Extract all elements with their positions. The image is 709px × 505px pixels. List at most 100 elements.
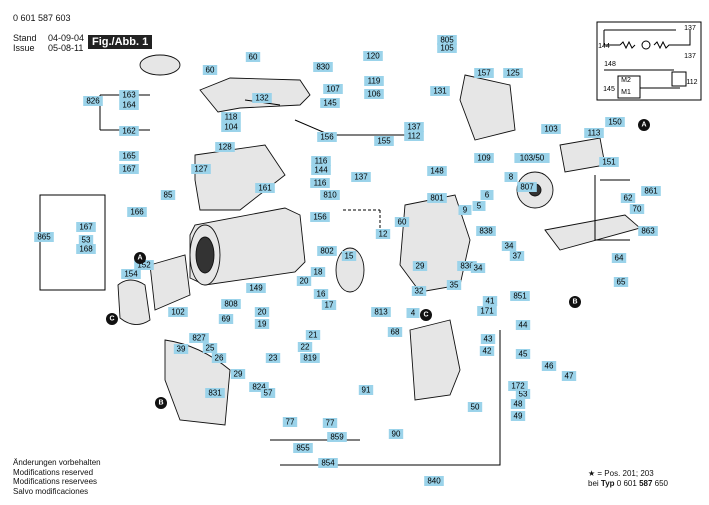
part-label-text: 16	[317, 290, 326, 299]
part-label: 34	[470, 263, 486, 273]
part-label-box	[387, 327, 403, 337]
part-label: 120	[363, 51, 383, 61]
part-label-text: 840	[427, 477, 441, 486]
part-label: 18	[310, 267, 326, 277]
part-label-box	[246, 283, 266, 293]
part-label-text: 109	[477, 154, 491, 163]
part-label: 127	[191, 164, 211, 174]
part-label-box	[323, 84, 343, 94]
part-label-text: 39	[177, 345, 186, 354]
part-label: 4	[406, 308, 420, 318]
part-label: 137	[404, 122, 424, 132]
part-label-text: 8	[509, 173, 514, 182]
part-label-box	[446, 280, 462, 290]
part-label: 112	[404, 131, 424, 141]
part-label-box	[296, 276, 312, 286]
part-label-box	[202, 343, 218, 353]
part-label-box	[245, 52, 261, 62]
part-label-text: 161	[258, 184, 272, 193]
part-label: 35	[446, 280, 462, 290]
part-label: 60	[394, 217, 410, 227]
part-label-text: 69	[222, 315, 231, 324]
part-label-text: 827	[192, 334, 206, 343]
part-label-box	[202, 65, 218, 75]
part-label: 167	[76, 222, 96, 232]
part-label-box	[371, 307, 391, 317]
part-label: 77	[282, 417, 298, 427]
gear-housing	[335, 74, 516, 293]
part-label-text: 45	[519, 350, 528, 359]
part-label-text: 29	[234, 370, 243, 379]
part-label-text: 41	[486, 297, 495, 306]
part-label: 37	[509, 251, 525, 261]
footer-type-line: bei Typ 0 601 587 650	[588, 479, 668, 489]
part-label: 119	[364, 76, 384, 86]
part-label: 801	[427, 193, 447, 203]
part-label-text: 831	[208, 389, 222, 398]
part-label-box	[34, 232, 54, 242]
part-label-box	[320, 190, 340, 200]
part-label-box	[424, 476, 444, 486]
part-label-text: 48	[514, 400, 523, 409]
footer-position-note: ★ = Pos. 201; 203	[588, 469, 654, 478]
part-label: 107	[323, 84, 343, 94]
part-label: 9	[458, 205, 472, 215]
circle-marker-dot	[134, 252, 146, 264]
part-label-box	[427, 193, 447, 203]
part-label-text: 43	[484, 335, 493, 344]
issue-label: Issue	[13, 43, 35, 53]
part-label: 5	[472, 201, 486, 211]
part-label: 57	[260, 388, 276, 398]
part-label-text: 861	[644, 187, 658, 196]
part-label-text: 155	[377, 137, 391, 146]
circle-marker-dot	[155, 397, 167, 409]
part-label-box	[317, 132, 337, 142]
part-label: 41	[482, 296, 498, 306]
part-label: 827	[189, 333, 209, 343]
part-label-box	[168, 307, 188, 317]
part-label: 34	[501, 241, 517, 251]
part-label-box	[78, 235, 94, 245]
part-label: 826	[83, 96, 103, 106]
part-label-box	[358, 385, 374, 395]
footer-line: Modifications reserved	[13, 467, 94, 477]
part-label-box	[375, 229, 391, 239]
part-label-text: 34	[474, 264, 483, 273]
part-label-text: 127	[194, 165, 208, 174]
part-label: 45	[515, 349, 531, 359]
part-label-box	[437, 35, 457, 45]
part-label-box	[205, 388, 225, 398]
motor-housing	[189, 207, 306, 286]
part-label: 161	[255, 183, 275, 193]
part-label: 44	[515, 320, 531, 330]
part-label-text: 34	[505, 242, 514, 251]
part-label-text: 91	[362, 386, 371, 395]
part-label: 830	[313, 62, 333, 72]
part-label: 128	[215, 142, 235, 152]
part-label: 118	[221, 112, 241, 122]
part-label-text: 53	[519, 390, 528, 399]
part-label: 60	[245, 52, 261, 62]
part-label-box	[457, 261, 477, 271]
part-label-box	[477, 306, 497, 316]
schematic-label: 145	[603, 86, 615, 93]
part-label: 855	[293, 443, 313, 453]
part-label-box	[310, 212, 330, 222]
part-label-text: 105	[440, 44, 454, 53]
schematic-label: M2	[621, 77, 631, 84]
part-label-box	[599, 157, 619, 167]
schematic-label: 137	[684, 53, 696, 60]
part-label-text: 854	[321, 459, 335, 468]
part-label: 840	[424, 476, 444, 486]
circle-marker: C	[106, 313, 118, 325]
part-label-text: 70	[633, 205, 642, 214]
part-label-box	[364, 76, 384, 86]
part-label-text: 35	[450, 281, 459, 290]
part-label-text: 90	[392, 430, 401, 439]
footer-line: Salvo modificaciones	[13, 486, 89, 496]
drawing-code: 0 601 587 603	[13, 13, 71, 23]
part-label-text: 68	[391, 328, 400, 337]
part-label: 91	[358, 385, 374, 395]
circle-marker: B	[569, 296, 581, 308]
part-label-text: 118	[225, 113, 238, 122]
